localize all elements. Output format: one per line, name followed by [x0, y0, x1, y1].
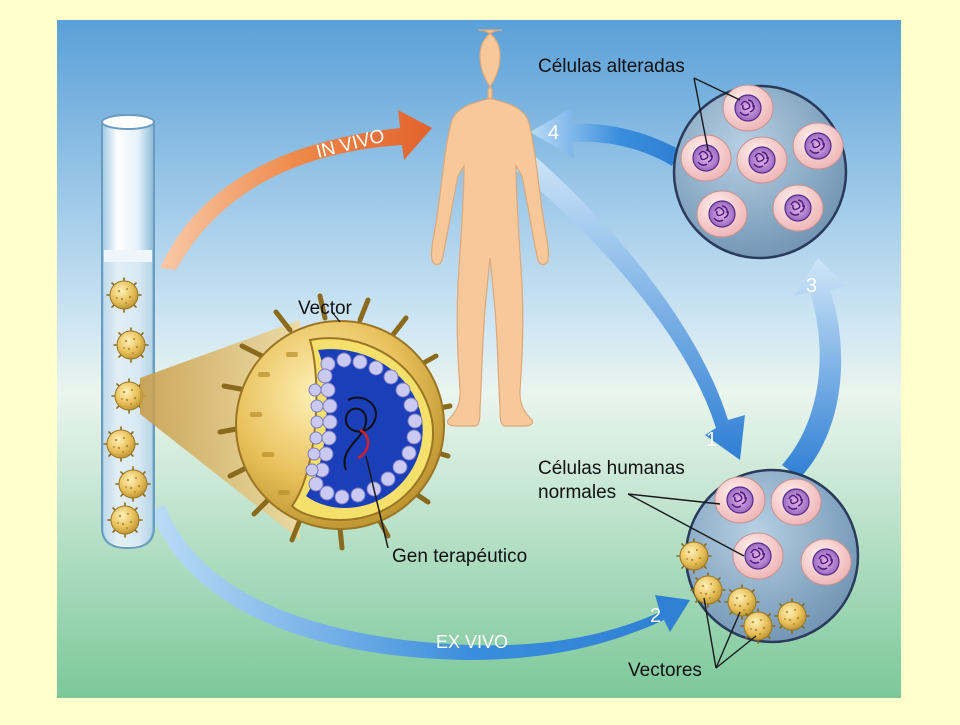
- ex-vivo-arrow: EX VIVO: [150, 505, 690, 660]
- step-3-arrow: 3: [782, 258, 846, 478]
- normal-cells-circle: [676, 468, 860, 644]
- altered-cells-label: Células alteradas: [538, 56, 685, 77]
- vector-cross-section: [217, 293, 453, 551]
- vectors-label: Vectores: [628, 660, 702, 681]
- vectors-pointers: [703, 597, 757, 669]
- normal-cells-label-line2: normales: [538, 482, 616, 503]
- human-body-figure: [430, 29, 550, 427]
- test-tube: [101, 114, 155, 550]
- step-4-arrow: 4: [530, 108, 680, 166]
- step-1-number: 1: [706, 429, 717, 451]
- step-3-number: 3: [806, 275, 817, 297]
- vector-capsid: [305, 352, 423, 505]
- therapeutic-gene-label: Gen terapéutico: [392, 546, 527, 567]
- step-2-number: 2: [650, 605, 661, 627]
- altered-cells-pointers: [693, 77, 741, 151]
- normal-cells-label-line1: Células humanas: [538, 458, 685, 479]
- normal-cells-pointers: [627, 493, 745, 557]
- step-4-number: 4: [548, 122, 559, 144]
- vector-label: Vector: [298, 298, 353, 319]
- ex-vivo-label: EX VIVO: [436, 632, 508, 652]
- altered-cells-circle: [672, 84, 848, 260]
